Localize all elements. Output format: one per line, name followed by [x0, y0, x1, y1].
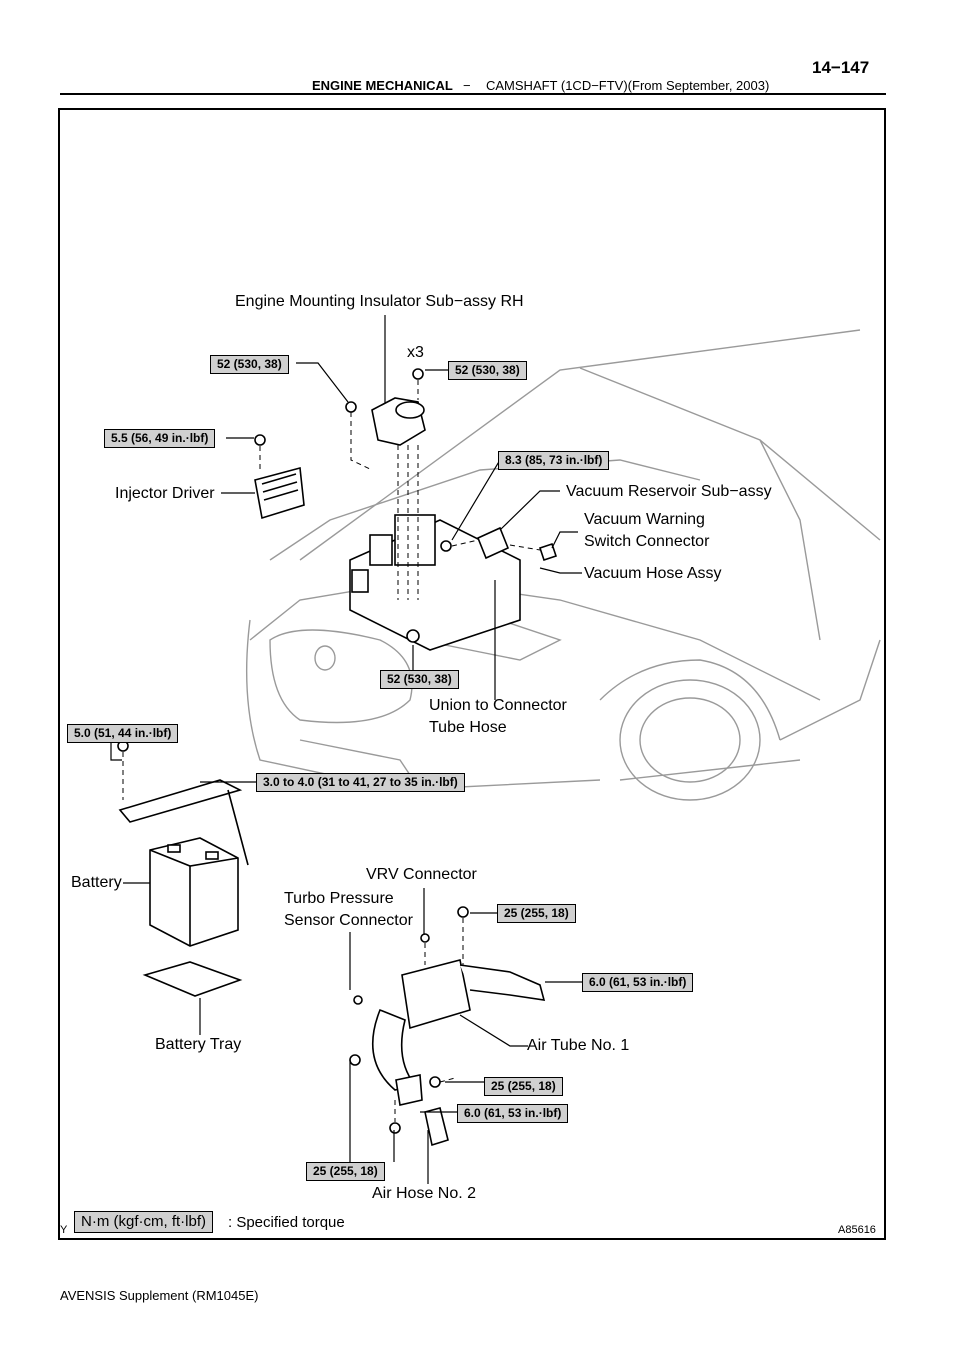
air-tube-label: Air Tube No. 1: [527, 1037, 630, 1054]
legend-text: : Specified torque: [228, 1214, 345, 1231]
installation-dashed-lines: [122, 380, 541, 1122]
engine-mount-label: Engine Mounting Insulator Sub−assy RH: [235, 293, 524, 310]
torque-callout: 6.0 (61, 53 in.·lbf): [582, 973, 694, 992]
footer-text: AVENSIS Supplement (RM1045E): [60, 1288, 259, 1303]
torque-callout: 8.3 (85, 73 in.·lbf): [498, 451, 610, 470]
diagram-frame: [58, 108, 886, 1240]
turbo-sensor-label-line1: Turbo Pressure: [284, 890, 394, 907]
torque-callout: 25 (255, 18): [306, 1162, 385, 1181]
car-body-outline: [245, 329, 881, 801]
vacuum-warning-label-line1: Vacuum Warning: [584, 511, 705, 528]
vacuum-reservoir-label: Vacuum Reservoir Sub−assy: [566, 483, 772, 500]
torque-callout: 3.0 to 4.0 (31 to 41, 27 to 35 in.·lbf): [256, 773, 465, 792]
battery-tray-label: Battery Tray: [155, 1036, 242, 1053]
torque-callout: 5.5 (56, 49 in.·lbf): [104, 429, 216, 448]
union-label-line2: Tube Hose: [429, 719, 507, 736]
page-number: 14−147: [812, 58, 870, 77]
torque-callout: 52 (530, 38): [448, 361, 527, 380]
header-rule: [60, 93, 886, 95]
vrv-connector-label: VRV Connector: [366, 866, 477, 883]
torque-callout: 25 (255, 18): [497, 904, 576, 923]
vacuum-warning-label-line2: Switch Connector: [584, 533, 710, 550]
injector-driver-label: Injector Driver: [115, 485, 215, 502]
illustration-code: A85616: [838, 1224, 876, 1236]
turbo-sensor-label-line2: Sensor Connector: [284, 912, 413, 929]
vacuum-hose-label: Vacuum Hose Assy: [584, 565, 722, 582]
header-subsection: CAMSHAFT (1CD−FTV)(From September, 2003): [486, 78, 770, 93]
y-mark: Y: [60, 1224, 68, 1236]
header-section: ENGINE MECHANICAL: [312, 78, 453, 93]
torque-callout: 5.0 (51, 44 in.·lbf): [67, 724, 179, 743]
air-hose-label: Air Hose No. 2: [372, 1185, 477, 1202]
torque-callout: 52 (530, 38): [380, 670, 459, 689]
torque-callout: 52 (530, 38): [210, 355, 289, 374]
x3-label: x3: [407, 344, 424, 361]
union-label-line1: Union to Connector: [429, 697, 567, 714]
torque-callout: 25 (255, 18): [484, 1077, 563, 1096]
legend-unit-box: N·m (kgf·cm, ft·lbf): [74, 1211, 213, 1233]
torque-callout: 6.0 (61, 53 in.·lbf): [457, 1104, 569, 1123]
battery-label: Battery: [71, 874, 122, 891]
header-dash: −: [463, 78, 471, 93]
engine-parts: [117, 368, 558, 1147]
